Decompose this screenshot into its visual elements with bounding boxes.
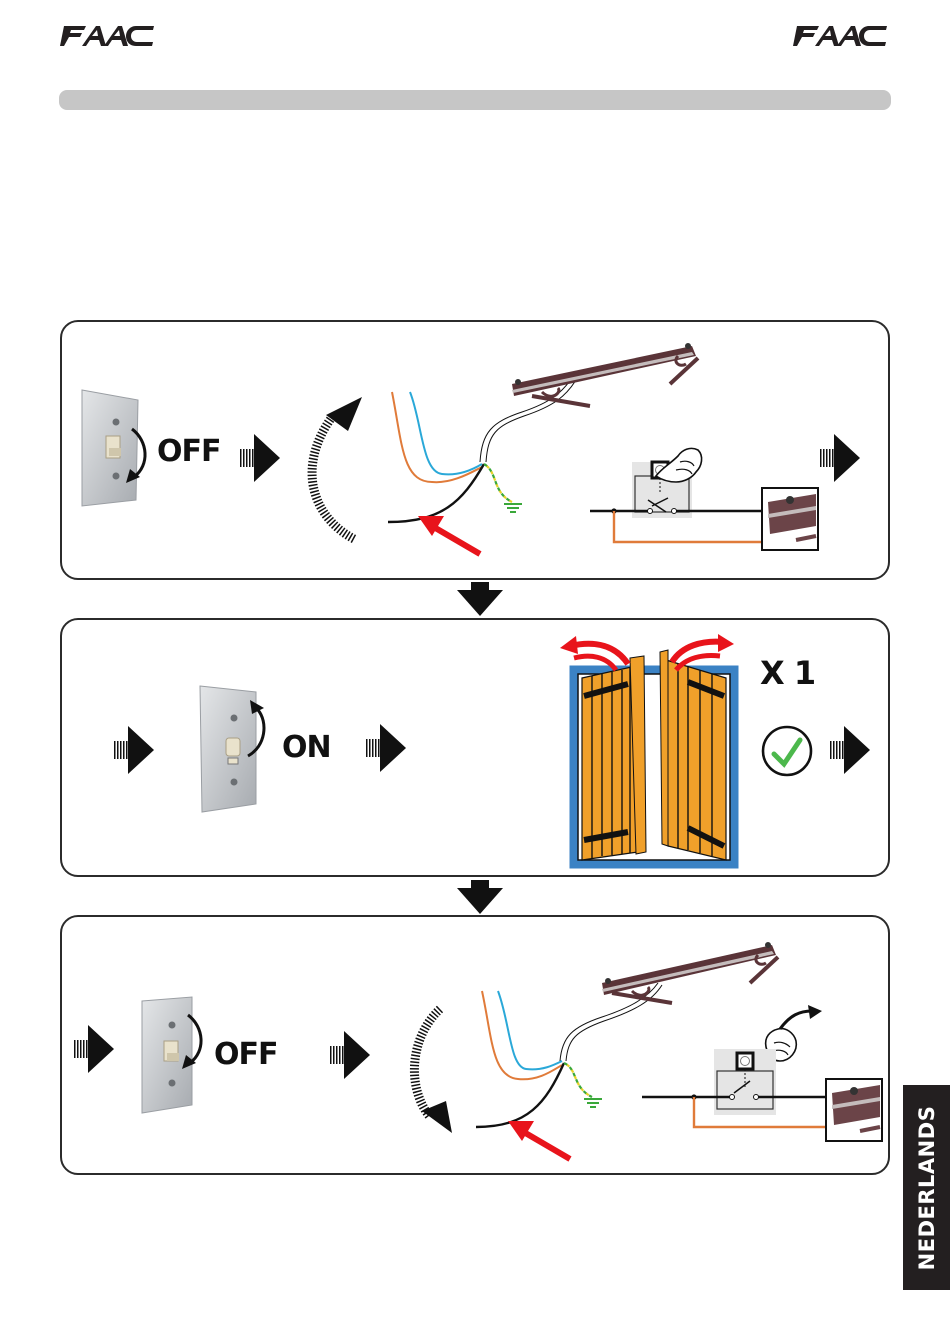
switch-down-arrow-icon	[180, 1013, 210, 1071]
off-label: OFF	[214, 1037, 278, 1072]
next-arrow-icon	[330, 1029, 372, 1081]
push-button-circuit-released	[642, 1047, 882, 1159]
faac-logo-left	[62, 22, 154, 48]
gate-motor-actuator	[502, 332, 722, 412]
step-1-panel: OFF	[60, 320, 890, 580]
next-arrow-icon	[240, 432, 280, 484]
next-arrow-icon	[830, 724, 872, 776]
off-label: OFF	[157, 434, 221, 469]
section-header-bar	[59, 90, 891, 110]
next-arrow-icon	[366, 722, 408, 774]
faac-logo-right	[795, 22, 887, 48]
red-pointer-arrow-icon	[414, 512, 484, 558]
next-arrow-icon	[114, 724, 156, 776]
step-2-panel: ON X 1	[60, 618, 890, 877]
switch-up-arrow-icon	[244, 698, 272, 760]
down-arrow-icon	[455, 582, 505, 616]
repeat-count-label: X 1	[760, 654, 815, 692]
down-arrow-icon	[455, 880, 505, 914]
language-label: NEDERLANDS	[915, 1105, 939, 1270]
check-ok-icon	[760, 724, 814, 778]
pressing-hand-icon	[652, 442, 704, 488]
next-arrow-icon	[74, 1023, 116, 1075]
language-side-tab: NEDERLANDS	[903, 1085, 950, 1290]
on-label: ON	[282, 730, 331, 765]
rotate-counterclockwise-arrow-icon	[292, 397, 372, 547]
switch-down-arrow-icon	[124, 427, 154, 485]
step-3-panel: OFF	[60, 915, 890, 1175]
rotate-clockwise-arrow-icon	[402, 1007, 462, 1137]
gate-motor-actuator	[592, 931, 812, 1011]
swing-gate-opening-icon	[556, 626, 738, 870]
red-pointer-arrow-icon	[504, 1117, 574, 1163]
next-arrow-icon	[820, 432, 862, 484]
push-button-circuit-pressed	[590, 442, 830, 554]
